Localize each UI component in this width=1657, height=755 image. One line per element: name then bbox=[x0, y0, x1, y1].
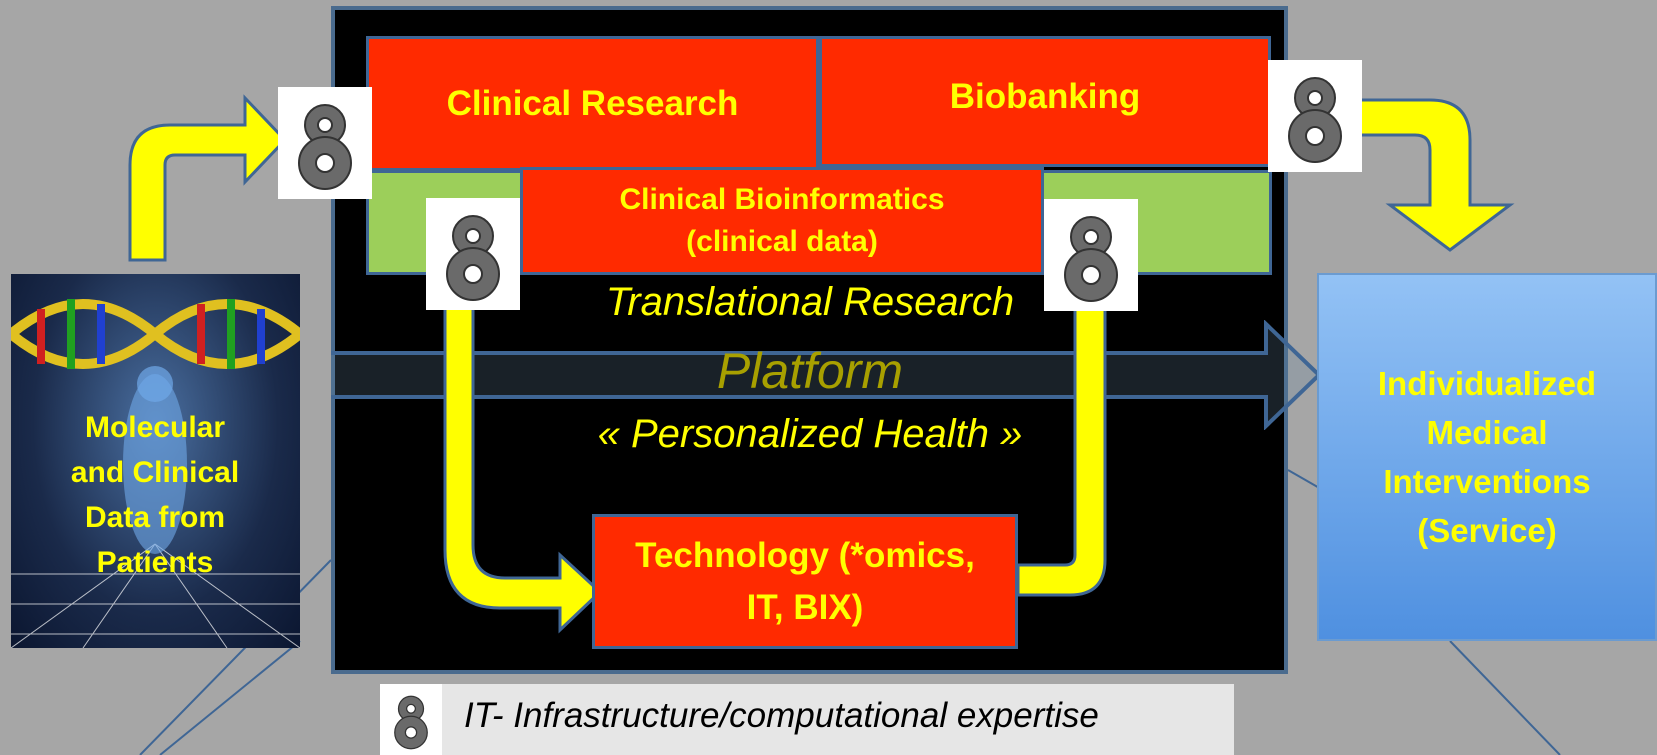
technology-line1: Technology (*omics, bbox=[635, 535, 975, 575]
personalized-health-label: « Personalized Health » bbox=[597, 412, 1023, 456]
translational-research-title: Translational Research bbox=[605, 280, 1015, 324]
gear-icon bbox=[1268, 60, 1362, 172]
output-line4: (Service) bbox=[1417, 512, 1557, 549]
clinical-research-label: Clinical Research bbox=[446, 83, 739, 123]
output-line3: Interventions bbox=[1383, 463, 1591, 500]
gear-icon bbox=[380, 684, 442, 755]
gear-icon bbox=[278, 87, 372, 199]
technology-line2: IT, BIX) bbox=[746, 587, 864, 627]
patient-dna-image bbox=[11, 274, 300, 648]
platform-label: Platform bbox=[716, 343, 904, 399]
clinical-bioinformatics-line1: Clinical Bioinformatics bbox=[619, 183, 945, 216]
output-interventions-box: Individualized Medical Interventions (Se… bbox=[1317, 273, 1657, 641]
biobanking-label: Biobanking bbox=[949, 76, 1141, 116]
clinical-bioinformatics-line2: (clinical data) bbox=[686, 225, 878, 258]
input-data-label: Molecular and Clinical Data from Patient… bbox=[70, 411, 240, 579]
legend: IT- Infrastructure/computational experti… bbox=[380, 684, 1234, 755]
clinical-bioinformatics-box: Clinical Bioinformatics (clinical data) bbox=[520, 167, 1044, 275]
biobanking-box: Biobanking bbox=[819, 36, 1271, 167]
legend-text: IT- Infrastructure/computational experti… bbox=[464, 696, 1099, 735]
gear-icon bbox=[1044, 199, 1138, 311]
output-line1: Individualized bbox=[1377, 365, 1597, 402]
gear-icon bbox=[426, 198, 520, 310]
technology-box: Technology (*omics, IT, BIX) bbox=[592, 514, 1018, 649]
output-line2: Medical bbox=[1426, 414, 1548, 451]
